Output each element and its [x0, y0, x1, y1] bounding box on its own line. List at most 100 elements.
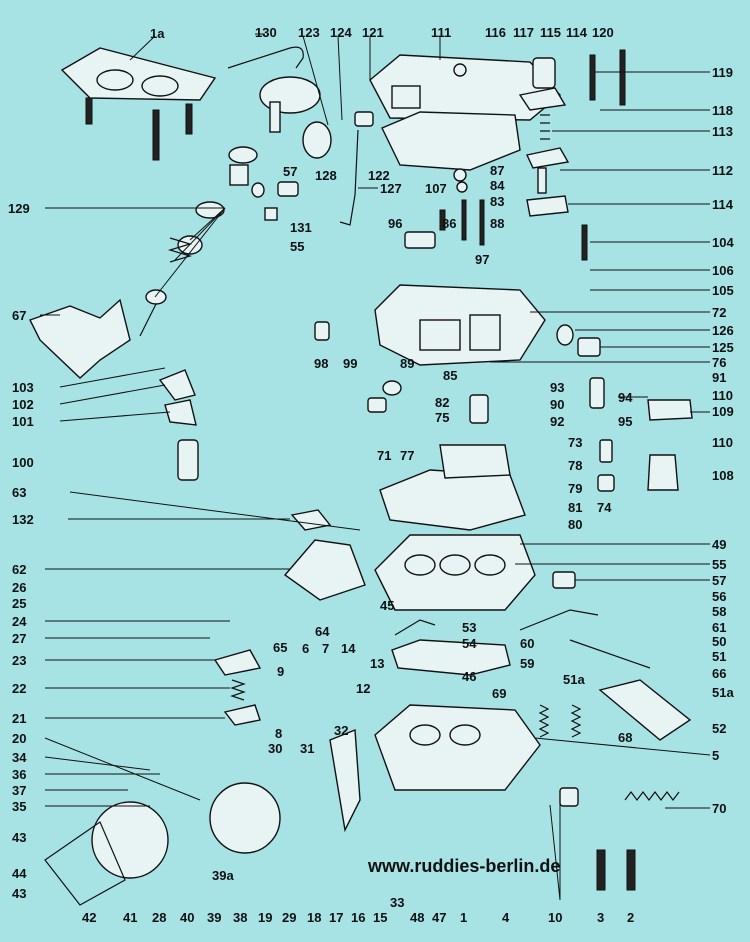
callout-label: 40	[180, 910, 194, 925]
part-77-cover-icon	[439, 444, 511, 479]
callout-label: 131	[290, 220, 312, 235]
callout-label: 126	[712, 323, 734, 338]
callout-label: 114	[566, 25, 588, 40]
callout-label: 47	[432, 910, 446, 925]
part-128-disc-icon	[302, 121, 332, 159]
callout-label: 101	[12, 414, 34, 429]
callout-label: 6	[302, 641, 309, 656]
callout-label: 111	[431, 25, 451, 40]
part-75-icon	[469, 394, 489, 424]
part-94-icon	[589, 377, 605, 409]
part-16-lever-icon	[329, 728, 361, 833]
callout-label: 38	[233, 910, 247, 925]
callout-label: 114	[712, 197, 734, 212]
callout-label: 1a	[150, 26, 165, 41]
callout-label: 124	[330, 25, 352, 40]
callout-label: 57	[712, 573, 726, 588]
callout-label: 82	[435, 395, 449, 410]
callout-label: 59	[520, 656, 534, 671]
callout-label: 26	[12, 580, 26, 595]
part-3-stud-icon	[596, 849, 606, 891]
callout-label: 93	[550, 380, 564, 395]
part-98-icon	[314, 321, 330, 341]
callout-label: 57	[283, 164, 297, 179]
part-52-icon	[598, 679, 692, 741]
part-130-tube-icon	[227, 46, 304, 69]
callout-label: 103	[12, 380, 34, 395]
callout-label: 121	[362, 25, 384, 40]
part-68-spring-icon	[570, 704, 582, 738]
callout-label: 116	[485, 25, 506, 40]
callout-label: 46	[462, 669, 476, 684]
part-129-stack-icon	[139, 76, 321, 337]
callout-label: 51	[712, 649, 726, 664]
callout-label: 7	[322, 641, 329, 656]
callout-label: 13	[370, 656, 384, 671]
callout-label: 28	[152, 910, 166, 925]
part-98b-icon	[367, 397, 387, 413]
callout-label: 104	[712, 235, 734, 250]
callout-label: 97	[475, 252, 489, 267]
callout-label: 109	[712, 404, 734, 419]
callout-label: 102	[12, 397, 34, 412]
callout-label: 32	[334, 723, 348, 738]
part-51-shaft-icon	[569, 639, 651, 669]
callout-label: 27	[12, 631, 26, 646]
part-108-icon	[647, 454, 679, 491]
part-69-spring-icon	[538, 704, 550, 738]
callout-label: 112	[712, 163, 733, 178]
callout-label: 108	[712, 468, 734, 483]
part-131-icon	[264, 207, 278, 221]
part-70-spring-icon	[624, 791, 680, 801]
callout-label: 75	[435, 410, 449, 425]
callout-label: 42	[82, 910, 96, 925]
callout-label: 107	[425, 181, 447, 196]
callout-label: 122	[368, 168, 390, 183]
callout-label: 110	[712, 435, 733, 450]
callout-label: 83	[490, 194, 504, 209]
part-19-housing-icon	[209, 782, 281, 854]
callout-label: 9	[277, 664, 284, 679]
part-58-icon	[519, 609, 599, 631]
callout-label: 58	[712, 604, 726, 619]
part-57-bottom-icon	[552, 571, 576, 589]
part-55-top-icon	[251, 182, 265, 198]
callout-label: 25	[12, 596, 26, 611]
callout-label: 43	[12, 886, 26, 901]
callout-label: 115	[540, 25, 561, 40]
callout-labels: 1a 130 123 124 121 111 116 117 115 114 1…	[8, 25, 734, 925]
callout-label: 5	[712, 748, 719, 763]
part-96-group-icon	[404, 168, 485, 249]
callout-label: 44	[12, 866, 27, 881]
part-10-icon	[559, 787, 579, 807]
part-21-icon	[223, 704, 261, 726]
callout-label: 68	[618, 730, 632, 745]
callout-label: 29	[282, 910, 296, 925]
callout-label: 21	[12, 711, 26, 726]
part-67-lever-icon	[29, 298, 131, 379]
part-22-spring-icon	[230, 679, 246, 701]
part-72-body-icon	[374, 284, 546, 366]
part-125-fitting-icon	[577, 337, 601, 357]
callout-label: 39	[207, 910, 221, 925]
callout-label: 4	[502, 910, 510, 925]
callout-label: 61	[712, 620, 726, 635]
callout-label: 20	[12, 731, 26, 746]
watermark-text: www.ruddies-berlin.de	[367, 856, 560, 876]
callout-label: 55	[290, 239, 304, 254]
part-46-gasket-icon	[391, 639, 511, 676]
callout-label: 73	[568, 435, 582, 450]
callout-label: 89	[400, 356, 414, 371]
callout-label: 65	[273, 640, 287, 655]
part-57-top-icon	[277, 181, 299, 197]
callout-label: 76	[712, 355, 726, 370]
callout-label: 19	[258, 910, 272, 925]
callout-label: 85	[443, 368, 457, 383]
part-71-gasket-icon	[379, 469, 526, 531]
part-2-stud-icon	[626, 849, 636, 891]
part-49-body-icon	[374, 534, 536, 611]
callout-label: 41	[123, 910, 137, 925]
callout-label: 1	[460, 910, 467, 925]
leader-lines	[40, 33, 711, 901]
